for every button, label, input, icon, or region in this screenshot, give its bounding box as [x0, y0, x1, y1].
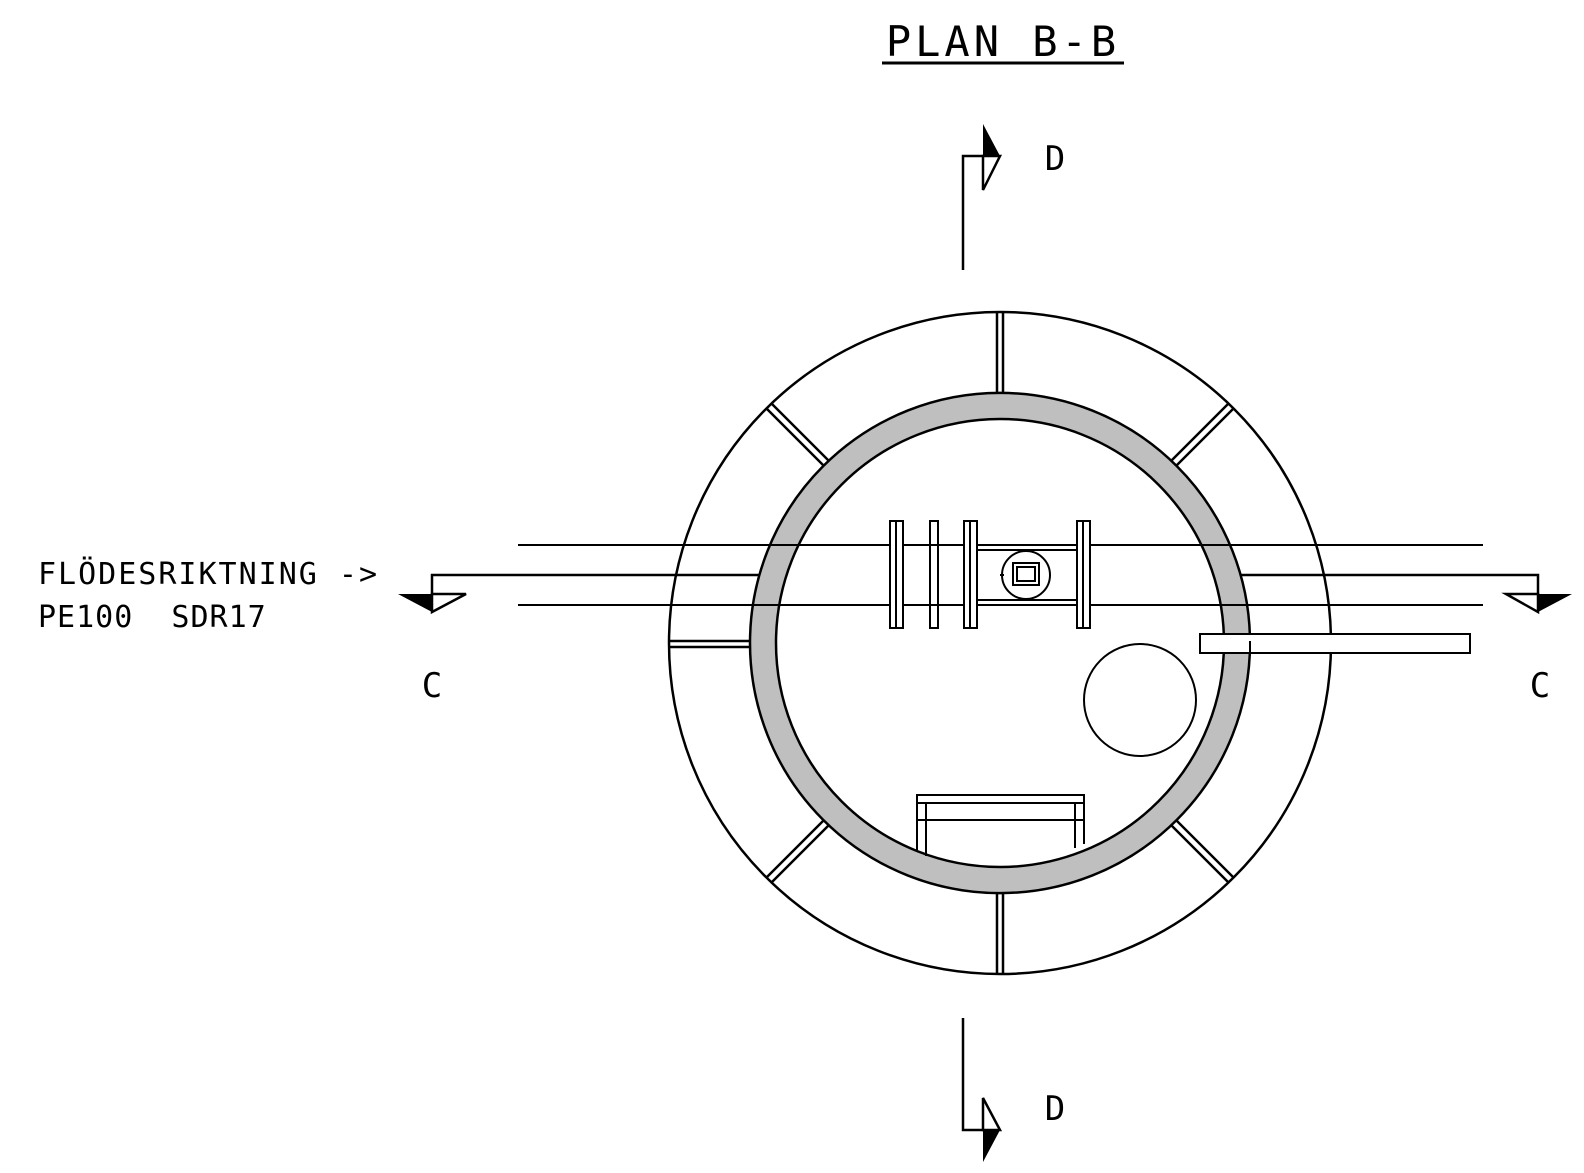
section-marker-c-left: C — [398, 573, 764, 706]
side-bracket — [1199, 633, 1471, 654]
section-label-d-bottom: D — [1045, 1089, 1065, 1129]
section-marker-c-right: C — [1238, 573, 1572, 706]
section-label-c-left: C — [422, 666, 442, 706]
drawing-title: PLAN B-B — [886, 17, 1120, 66]
section-marker-d-top: D — [961, 124, 1065, 270]
section-marker-d-bottom: D — [961, 1018, 1065, 1162]
flow-direction-label: FLÖDESRIKTNING -> — [38, 556, 379, 592]
pipe-lines — [518, 544, 1483, 606]
wall-ring — [748, 391, 1252, 895]
pipe-spec-label: PE100 SDR17 — [38, 600, 267, 635]
section-label-d-top: D — [1045, 139, 1065, 179]
access-opening — [1083, 643, 1197, 757]
valve-assembly — [889, 520, 1091, 629]
section-label-c-right: C — [1530, 666, 1550, 706]
ladder-frame — [916, 794, 1085, 856]
